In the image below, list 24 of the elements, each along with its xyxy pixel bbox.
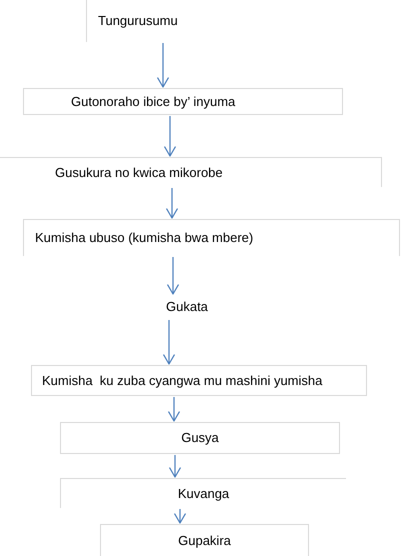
- step-label: Kuvanga: [178, 484, 230, 503]
- arrow: [156, 43, 170, 88]
- step-label: Gusukura no kwica mikorobe: [55, 164, 223, 182]
- step-label: Gukata: [166, 298, 208, 316]
- process-box: [60, 478, 346, 508]
- arrow: [168, 455, 182, 478]
- step-label: Gutonoraho ibice by’ inyuma: [71, 92, 236, 111]
- process-box: [23, 88, 343, 115]
- arrow: [168, 397, 180, 422]
- step-label: Gupakira: [178, 532, 231, 550]
- arrow: [162, 320, 176, 365]
- arrow: [166, 257, 180, 295]
- process-box: [100, 524, 309, 556]
- process-box: [23, 219, 400, 256]
- process-box: [31, 365, 367, 396]
- arrow: [164, 116, 176, 157]
- step-label: Kumisha ubuso (kumisha bwa mbere): [35, 229, 254, 248]
- step-label: Tungurusumu: [98, 12, 178, 30]
- process-box: [0, 157, 382, 187]
- step-label: Kumisha ku zuba cyangwa mu mashini yumisha: [42, 372, 322, 390]
- process-box: [60, 422, 340, 454]
- arrow: [166, 188, 178, 219]
- step-label: Gusya: [181, 429, 219, 448]
- arrow: [174, 509, 186, 524]
